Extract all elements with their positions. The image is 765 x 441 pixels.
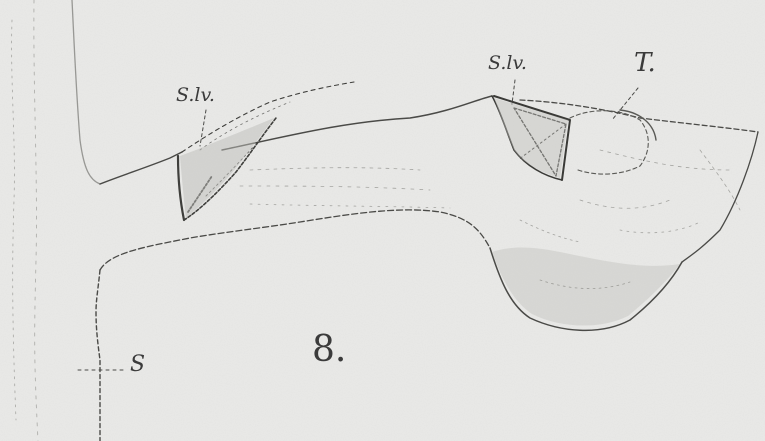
label-t: T. — [634, 50, 656, 76]
label-s: S — [130, 354, 145, 376]
label-s-lv-right: S.lv. — [488, 54, 527, 73]
label-s-lv-left: S.lv. — [176, 86, 215, 105]
figure-number: 8. — [312, 332, 346, 368]
